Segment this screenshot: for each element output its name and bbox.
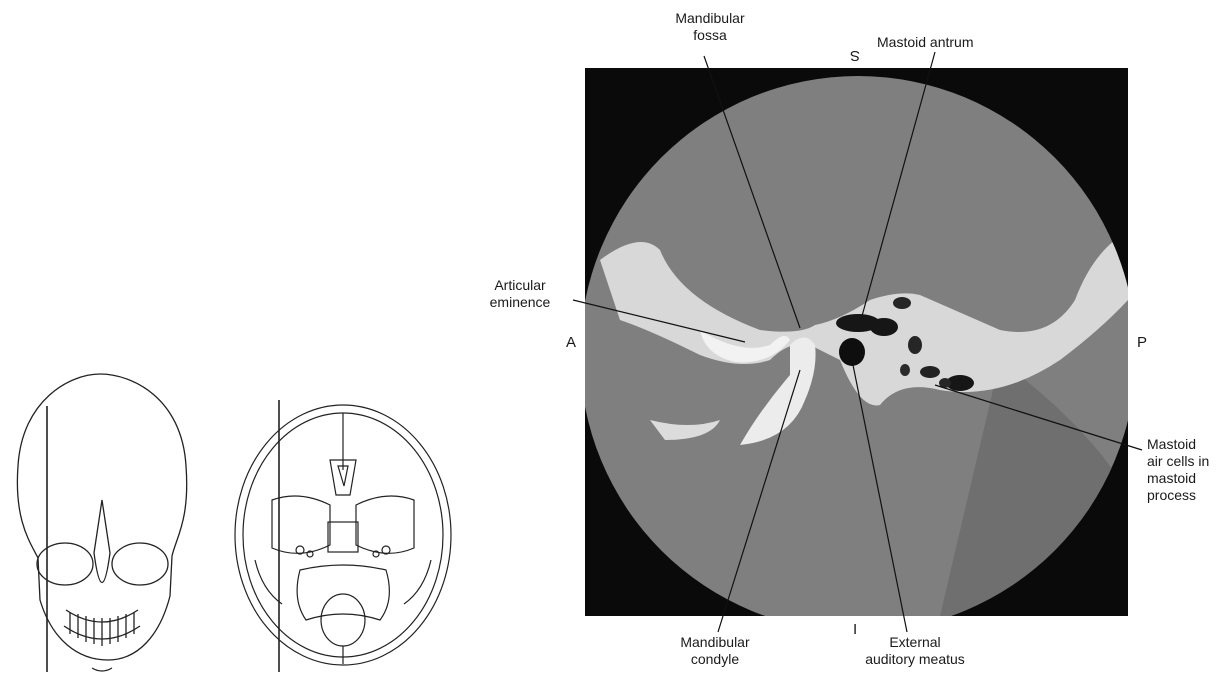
- label-mandibular-condyle: Mandibular condyle: [660, 634, 770, 668]
- orientation-superior: S: [850, 47, 860, 64]
- label-mastoid-air-cells: Mastoid air cells in mastoid process: [1147, 436, 1227, 504]
- label-articular-eminence: Articular eminence: [470, 277, 570, 311]
- label-external-auditory-meatus: External auditory meatus: [855, 634, 975, 668]
- skull-axial-view: [235, 400, 451, 672]
- skull-frontal-view: [17, 374, 186, 672]
- orientation-inferior: I: [853, 621, 857, 638]
- ct-sagittal-image: [580, 68, 1136, 632]
- label-mandibular-fossa: Mandibular fossa: [640, 10, 780, 44]
- orientation-posterior: P: [1137, 334, 1147, 351]
- label-mastoid-antrum: Mastoid antrum: [877, 34, 973, 51]
- orientation-anterior: A: [566, 334, 576, 351]
